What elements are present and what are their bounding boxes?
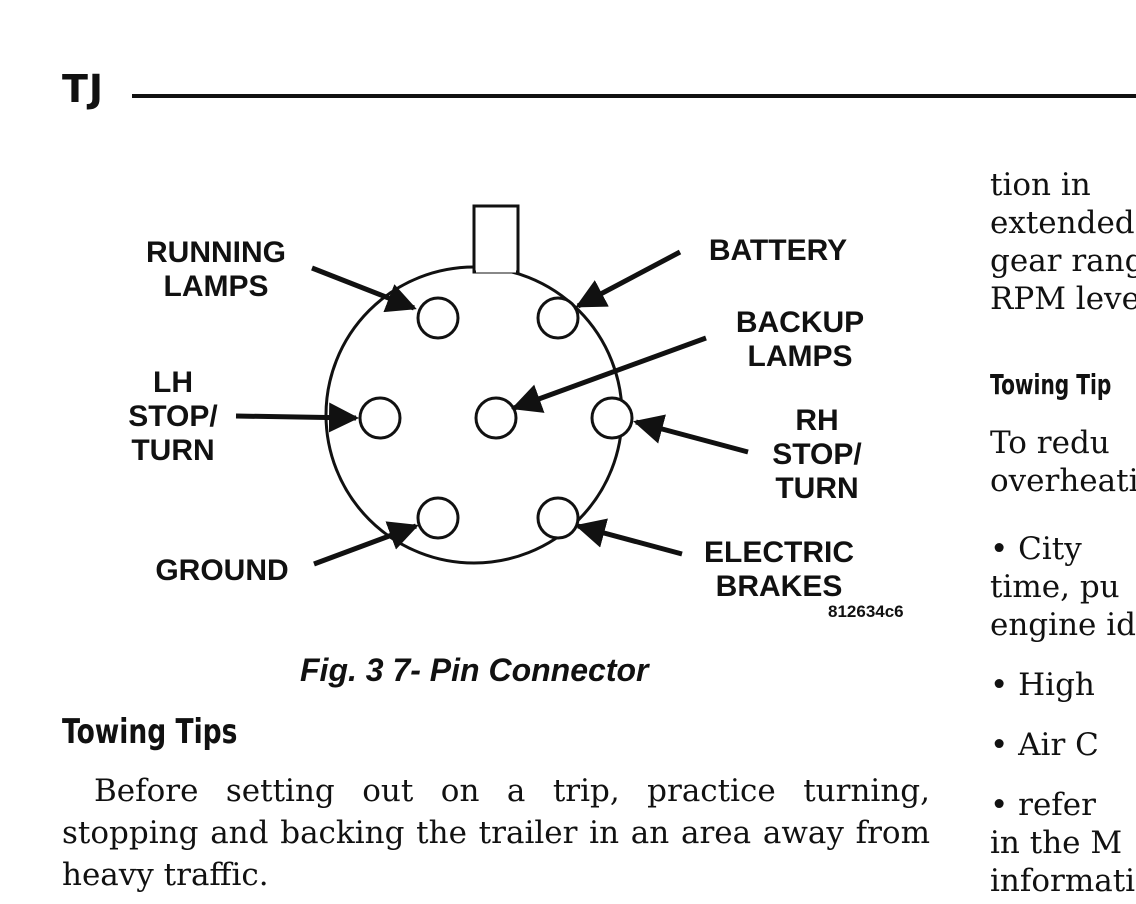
label-ground: GROUND <box>155 554 289 587</box>
connector-key-tab <box>472 204 520 274</box>
pin-electric-brakes <box>536 496 580 540</box>
arrow-battery <box>575 249 682 309</box>
right-col-line: overheati <box>990 463 1136 499</box>
pin-connector-diagram: RUNNING LAMPS BATTERY BACKUP LAMPS LH ST… <box>0 190 940 640</box>
right-col-line: • refer <box>990 787 1096 823</box>
arrow-electric-brakes <box>575 518 683 557</box>
arrow-rh-stop-turn <box>633 414 749 455</box>
pin-ground <box>416 496 460 540</box>
right-col-line: time, pu <box>990 569 1120 605</box>
arrow-ground <box>313 521 419 567</box>
pin-rh-stop-turn <box>590 396 634 440</box>
pin-backup-lamps <box>474 396 518 440</box>
right-col-line: in the M <box>990 825 1123 861</box>
right-col-line: RPM leve <box>990 281 1136 317</box>
arrow-lh-stop-turn <box>235 402 359 433</box>
label-running-lamps: RUNNING LAMPS <box>146 236 286 303</box>
right-col-line: • Air C <box>990 727 1099 763</box>
right-col-line: To redu <box>990 425 1110 461</box>
right-col-line: • City <box>990 531 1082 567</box>
figure-id: 812634c6 <box>828 602 904 621</box>
right-col-line: gear rang <box>990 243 1136 279</box>
right-col-heading: Towing Tip <box>990 368 1112 401</box>
right-col-line: tion in <box>990 167 1091 203</box>
label-lh-stop-turn: LH STOP/ TURN <box>128 366 218 467</box>
label-electric-brakes: ELECTRIC BRAKES <box>704 536 854 603</box>
figure-caption: Fig. 3 7- Pin Connector <box>300 652 649 688</box>
label-backup-lamps: BACKUP LAMPS <box>735 306 865 373</box>
right-col-line: informati <box>990 863 1136 899</box>
right-col-line: extended <box>990 205 1135 241</box>
pin-running-lamps <box>416 296 460 340</box>
right-column-fragment: tion in extended gear rang RPM leve Towi… <box>990 166 1136 904</box>
running-header-code: TJ <box>62 67 105 111</box>
pin-battery <box>536 296 580 340</box>
pin-lh-stop-turn <box>358 396 402 440</box>
section-heading: Towing Tips <box>62 712 238 752</box>
header-rule <box>132 94 1136 98</box>
arrow-running-lamps <box>311 265 417 313</box>
body-paragraph: Before setting out on a trip, practice t… <box>62 773 930 893</box>
label-rh-stop-turn: RH STOP/ TURN <box>772 404 862 505</box>
right-col-line: • High <box>990 667 1095 703</box>
label-battery: BATTERY <box>708 234 848 267</box>
connector-drawing <box>235 204 749 567</box>
right-col-line: engine id <box>990 607 1136 643</box>
arrow-backup-lamps <box>511 335 707 413</box>
